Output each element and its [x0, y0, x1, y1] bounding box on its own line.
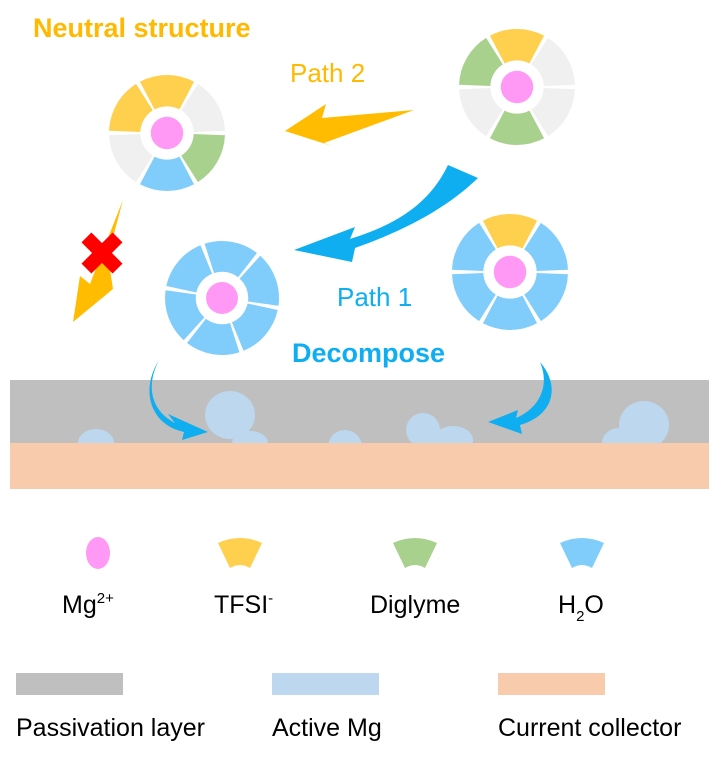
mg-swatch [86, 537, 110, 569]
active-mg-particle [433, 426, 473, 443]
h2o-segment [452, 273, 496, 322]
active-mg-particle [328, 430, 362, 443]
collector-label: Current collector [498, 714, 681, 742]
mg-ion [493, 255, 527, 289]
legend-mg: Mg2+ [62, 537, 114, 619]
legend-diglyme: Diglyme [370, 538, 460, 619]
diglyme-swatch [393, 538, 437, 568]
h2o-segment [139, 156, 195, 191]
path1-label: Path 1 [337, 282, 412, 312]
active-mg-particle [602, 428, 636, 443]
empty-segment [109, 134, 153, 183]
empty-segment [531, 88, 575, 137]
active-mg-particle [232, 431, 268, 443]
cluster-top-right [459, 29, 575, 145]
empty-segment [531, 37, 575, 86]
legend-h2o: H2O [558, 538, 604, 625]
active-mg-particle [78, 429, 114, 443]
legend-tfsi: TFSI- [214, 538, 273, 619]
diglyme-segment [459, 37, 503, 86]
tfsi-label: TFSI- [214, 590, 273, 619]
active_mg-label: Active Mg [272, 714, 382, 742]
tfsi-segment [139, 75, 195, 110]
legend-active_mg: Active Mg [272, 673, 382, 742]
active-mg-particle [205, 391, 255, 439]
empty-segment [459, 88, 503, 137]
empty-segment [181, 83, 225, 132]
path1-arrow [294, 165, 478, 262]
cluster-mixed [452, 214, 568, 330]
active-mg-particle [406, 413, 440, 443]
h2o-segment [165, 290, 205, 341]
active-mg-particles [78, 391, 669, 443]
passivation-label: Passivation layer [16, 714, 205, 742]
mg-ion [500, 70, 534, 104]
tfsi-segment [489, 29, 545, 64]
mg-label: Mg2+ [62, 590, 114, 619]
decompose-label: Decompose [292, 338, 445, 368]
active_mg-swatch [272, 673, 379, 695]
path2-arrow [285, 104, 414, 146]
cluster-neutral [109, 75, 225, 191]
red-x-icon [81, 232, 123, 274]
path2-label: Path 2 [290, 58, 365, 88]
mg-ion [206, 282, 238, 314]
h2o-segment [231, 303, 278, 351]
collector-swatch [498, 673, 605, 695]
active-mg-particle [619, 401, 669, 443]
decompose-arrow-right [488, 362, 552, 434]
decompose-arrow-left [149, 360, 208, 440]
diglyme-segment [181, 134, 225, 183]
passivation-swatch [16, 673, 123, 695]
current-collector-layer [10, 443, 709, 489]
diglyme-label: Diglyme [370, 591, 460, 619]
title-neutral-structure: Neutral structure [33, 13, 251, 43]
cluster-h2o [165, 241, 279, 355]
h2o-segment [187, 318, 240, 355]
h2o-segment [524, 222, 568, 271]
blocked-arrow [73, 200, 123, 322]
h2o-swatch [560, 538, 604, 568]
legend-passivation: Passivation layer [16, 673, 205, 742]
h2o-segment [524, 273, 568, 322]
tfsi-segment [482, 214, 538, 249]
passivation-layer [10, 380, 709, 443]
h2o-label: H2O [558, 591, 604, 625]
h2o-segment [166, 245, 213, 293]
h2o-segment [204, 241, 257, 278]
diglyme-segment [489, 110, 545, 145]
tfsi-segment [109, 83, 153, 132]
mg-ion [150, 116, 184, 150]
h2o-segment [239, 255, 279, 306]
h2o-segment [482, 295, 538, 330]
legend-collector: Current collector [498, 673, 681, 742]
tfsi-swatch [218, 538, 262, 568]
h2o-segment [452, 222, 496, 271]
